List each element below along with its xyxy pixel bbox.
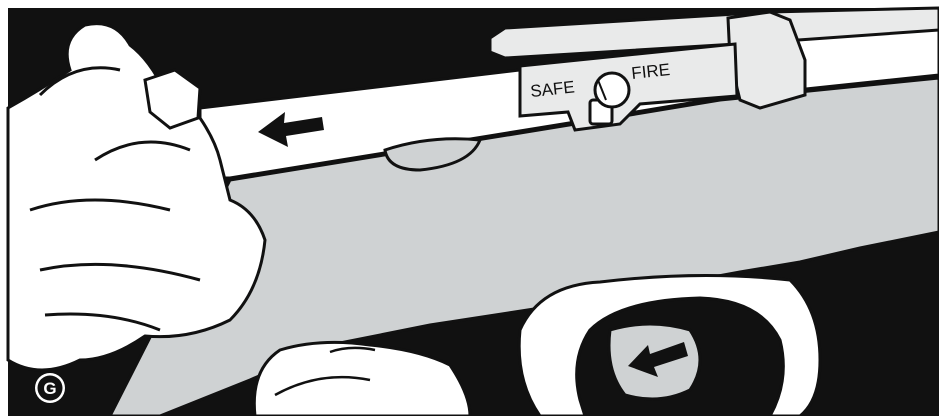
bolt-block [728,12,805,108]
figure-letter: G [43,379,56,398]
label-fire: FIRE [630,60,671,83]
safety-knob [595,73,629,107]
